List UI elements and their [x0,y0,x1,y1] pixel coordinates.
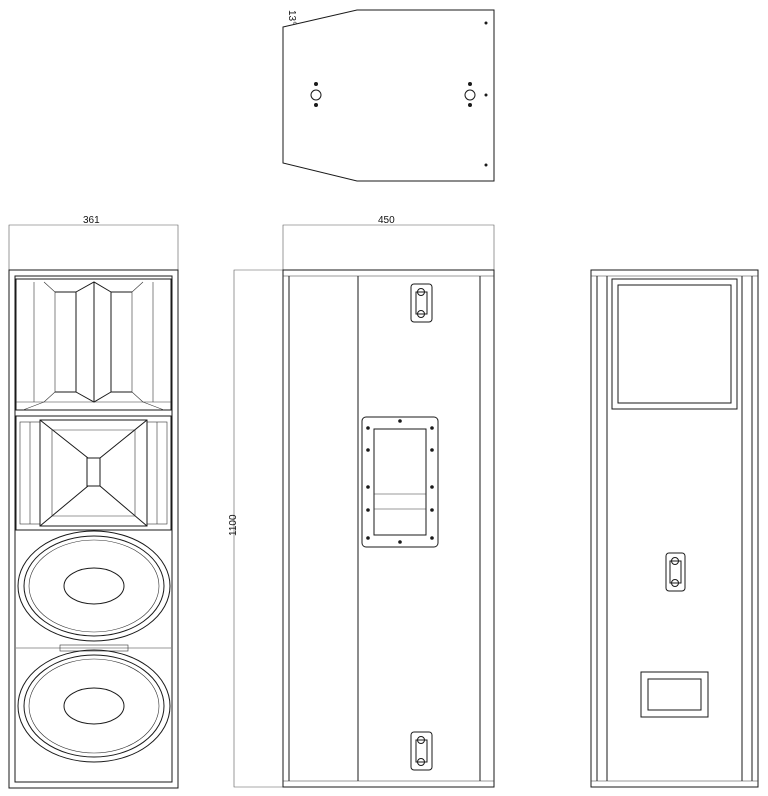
woofer-lower [17,649,171,763]
top-rigging-point [410,283,433,323]
top-view: 13° [282,9,495,182]
hf-horn-array [15,278,172,411]
top-left-mount [310,82,322,107]
side-handle [361,416,439,548]
rear-panel [611,278,738,410]
bottom-rigging-point [410,731,433,771]
depth-label: 361 [83,215,100,226]
rear-view [590,269,759,788]
height-label: 1100 [228,514,239,536]
front-view: 361 [8,215,179,789]
top-right-mount [464,82,476,107]
woofer-upper [17,530,171,642]
side-view: 450 1100 [228,215,495,788]
mid-horn [15,415,172,531]
angle-label: 13° [286,10,297,25]
connector-plate [640,671,709,718]
rear-rigging-point [665,552,686,592]
width-label: 450 [378,215,395,226]
